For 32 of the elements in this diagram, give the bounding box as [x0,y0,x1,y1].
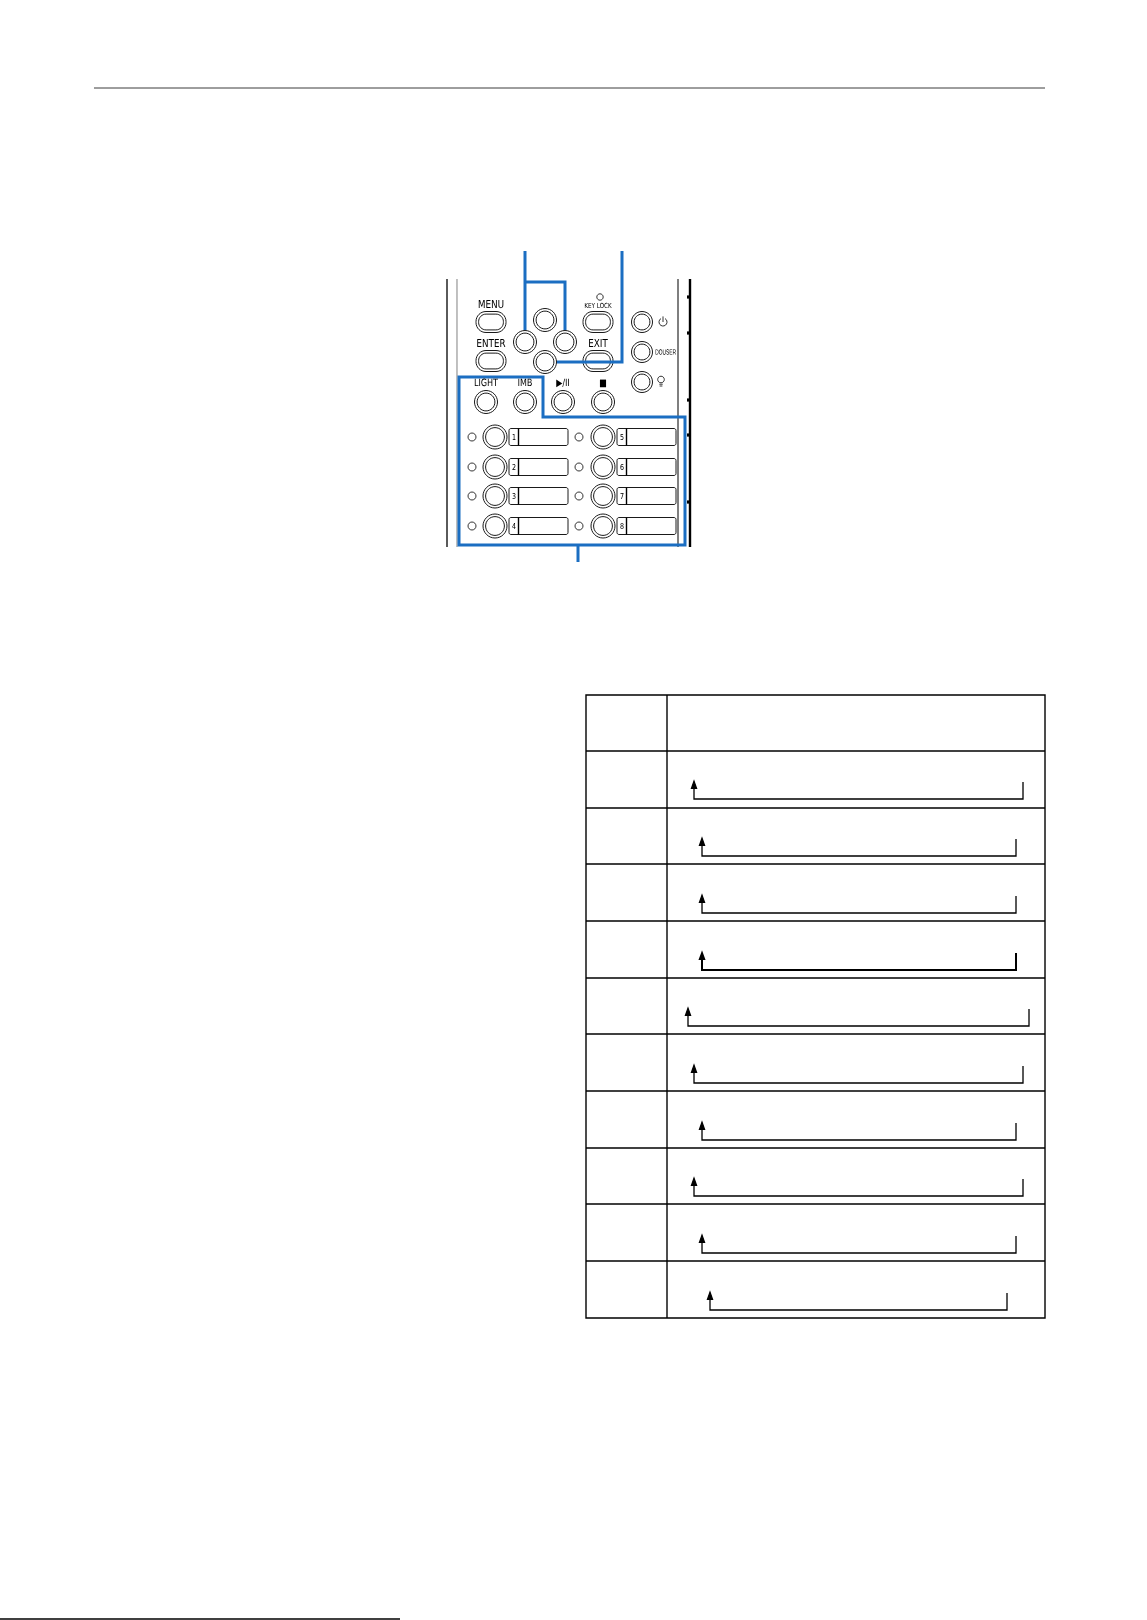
name-plate: 3 [508,486,569,506]
button [553,330,577,354]
button [533,308,557,332]
name-plate: 2 [508,457,569,477]
name-plate: 4 [508,516,569,536]
button-label: MENU [478,300,504,309]
button-label: ENTER [477,339,506,347]
button-label: ▶/II [556,378,569,388]
button [590,483,616,509]
button-label: IMB [518,378,532,386]
leader-line [556,251,624,364]
button [482,483,508,509]
highlight-frame [457,375,687,547]
name-plate: 5 [616,427,677,447]
name-plate: 6 [616,457,677,477]
button-label: LIGHT [474,378,498,387]
leader-line [576,545,580,562]
name-plate: 1 [508,427,569,447]
button [590,454,616,480]
button [631,311,653,333]
button [590,513,616,539]
name-plate: 7 [616,486,677,506]
button [533,350,557,374]
button [482,454,508,480]
button [482,424,508,450]
button [631,371,653,393]
button-label: ■ [599,379,607,388]
name-plate: 8 [616,516,677,536]
button [590,424,616,450]
button-label: EXIT [589,339,608,347]
button [513,330,537,354]
button [482,513,508,539]
